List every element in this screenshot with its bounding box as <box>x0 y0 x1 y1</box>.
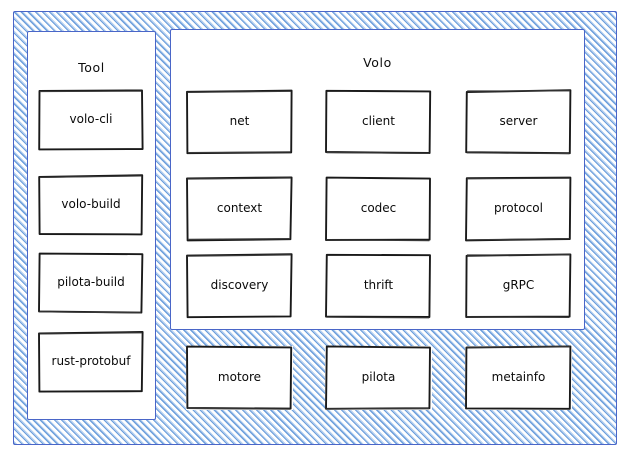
node-label: metainfo <box>491 370 546 385</box>
node-label: thrift <box>363 278 394 293</box>
node-label: codec <box>360 201 397 216</box>
node-label: motore <box>217 370 262 385</box>
node-label: server <box>499 114 538 129</box>
node-label: volo-build <box>61 197 121 212</box>
node-codec[interactable]: codec <box>325 176 432 242</box>
node-volo-build[interactable]: volo-build <box>38 174 144 236</box>
node-label: pilota <box>361 370 396 385</box>
node-pilota[interactable]: pilota <box>325 345 432 410</box>
node-label: context <box>216 201 263 216</box>
node-server[interactable]: server <box>465 89 572 155</box>
tool-panel-title: Tool <box>78 60 105 75</box>
node-label: pilota-build <box>57 275 125 290</box>
node-grpc[interactable]: gRPC <box>465 253 572 318</box>
node-context[interactable]: context <box>186 176 293 242</box>
node-client[interactable]: client <box>325 89 432 154</box>
node-label: client <box>362 114 395 129</box>
node-pilota-build[interactable]: pilota-build <box>38 252 144 314</box>
node-label: volo-cli <box>69 112 113 127</box>
node-rust-protobuf[interactable]: rust-protobuf <box>38 331 144 393</box>
node-label: rust-protobuf <box>51 354 131 369</box>
node-label: protocol <box>494 201 543 216</box>
node-motore[interactable]: motore <box>186 345 293 410</box>
node-metainfo[interactable]: metainfo <box>465 345 572 410</box>
node-thrift[interactable]: thrift <box>325 253 432 319</box>
node-protocol[interactable]: protocol <box>465 176 572 242</box>
volo-panel-title: Volo <box>363 55 392 70</box>
node-net[interactable]: net <box>186 89 293 155</box>
node-label: net <box>229 114 250 129</box>
node-label: discovery <box>210 278 269 293</box>
node-label: gRPC <box>502 278 535 293</box>
node-volo-cli[interactable]: volo-cli <box>38 89 144 151</box>
node-discovery[interactable]: discovery <box>186 253 293 319</box>
